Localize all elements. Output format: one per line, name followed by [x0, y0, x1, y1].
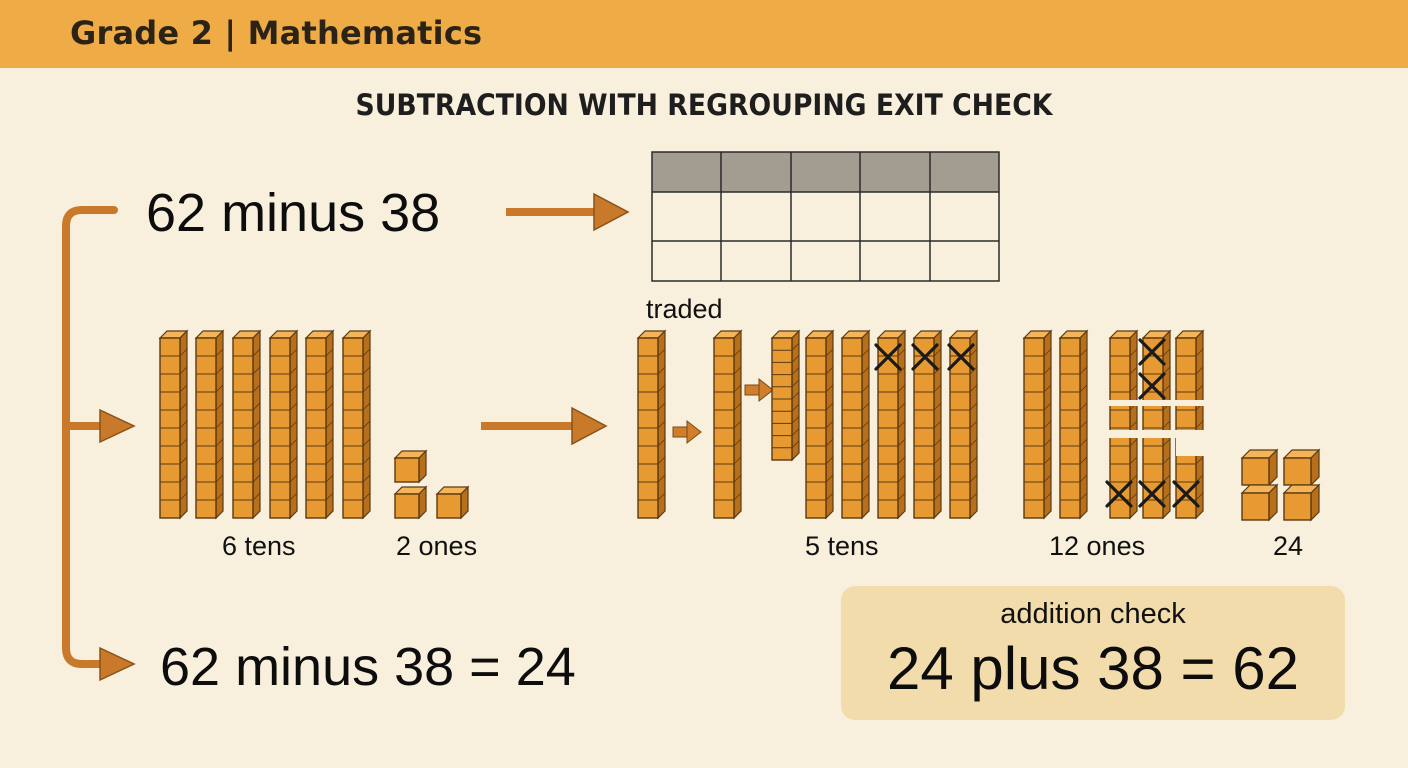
cross-out-mark [947, 343, 975, 371]
one-cube [435, 485, 470, 520]
answer-equation: 62 minus 38 = 24 [160, 637, 576, 697]
one-cube [393, 485, 428, 520]
ten-rod [1022, 329, 1053, 520]
label-tens-after: 5 tens [805, 531, 879, 561]
ten-rod [1058, 329, 1089, 520]
label-ones-after: 12 ones [1049, 531, 1146, 561]
cross-out-mark [874, 343, 902, 371]
cross-out-mark [911, 343, 939, 371]
page-title: SUBTRACTION WITH REGROUPING EXIT CHECK [355, 88, 1053, 122]
addition-check-box: addition check 24 plus 38 = 62 [841, 586, 1345, 720]
one-cube [1240, 448, 1279, 487]
ten-rod [341, 329, 372, 520]
ten-rod [948, 329, 979, 520]
ten-rod [158, 329, 189, 520]
header-bar: Grade 2 | Mathematics [0, 0, 1408, 68]
arrow-to-regroup [571, 406, 608, 446]
label-ones-before: 2 ones [396, 531, 478, 561]
one-cube [1240, 483, 1279, 522]
one-cube [393, 449, 428, 484]
ten-rod [1141, 329, 1172, 520]
header-title: Grade 2 | Mathematics [70, 14, 483, 52]
arrow-head-mid [99, 408, 136, 444]
one-cube [1282, 448, 1321, 487]
ten-rod [231, 329, 262, 520]
ten-rod [804, 329, 835, 520]
label-traded: traded [646, 294, 723, 324]
cross-out-mark [1138, 372, 1166, 400]
addition-check-title: addition check [1000, 598, 1186, 630]
arrow-to-table [593, 192, 630, 232]
base-ten-blocks [158, 329, 1321, 522]
label-tens-before: 6 tens [222, 531, 296, 561]
ten-rod [876, 329, 907, 520]
addition-check-equation: 24 plus 38 = 62 [886, 635, 1299, 702]
arrow-head-bottom [99, 646, 136, 682]
one-cube [1282, 483, 1321, 522]
place-value-table [651, 151, 1000, 282]
problem-expression: 62 minus 38 [146, 183, 441, 243]
cross-out-mark [1172, 480, 1200, 508]
ten-rod [912, 329, 943, 520]
ten-rod [712, 329, 743, 520]
ten-rod [1174, 329, 1205, 520]
ten-rod [1108, 329, 1139, 520]
ten-rod [304, 329, 335, 520]
ten-rod [636, 329, 667, 520]
ten-rod [268, 329, 299, 520]
label-result-blocks: 24 [1273, 531, 1304, 561]
ten-rod [770, 329, 801, 462]
cross-out-mark [1105, 480, 1133, 508]
bracket-connector [62, 206, 118, 668]
cross-out-mark [1138, 480, 1166, 508]
ten-rod [194, 329, 225, 520]
ten-rod [840, 329, 871, 520]
cross-out-mark [1138, 338, 1166, 366]
